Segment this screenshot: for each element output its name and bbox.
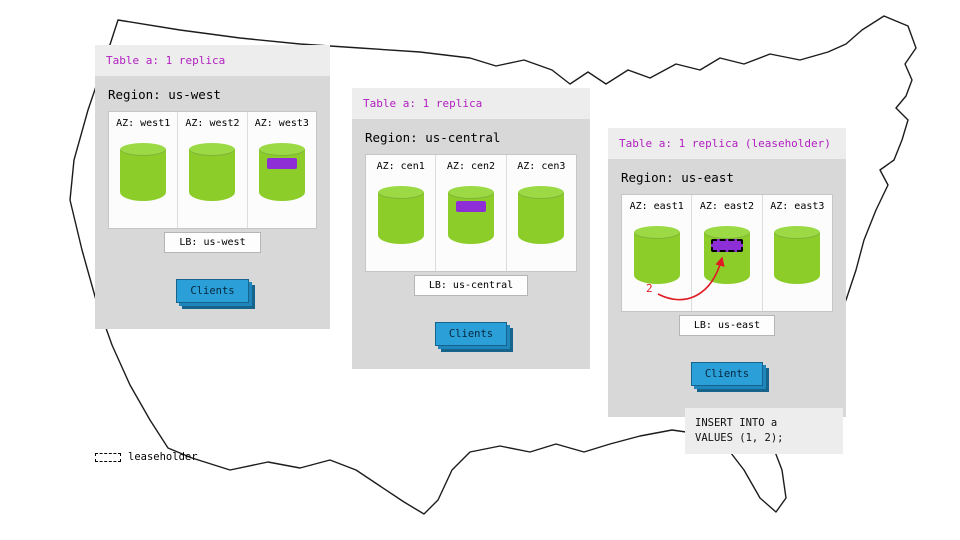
region-body: Region: us-east AZ: east1 AZ: east2 AZ: …	[608, 159, 846, 417]
cylinder-top	[703, 226, 750, 239]
cylinder-body	[774, 232, 821, 284]
cylinder-top	[120, 143, 167, 156]
az-container: AZ: cen1 AZ: cen2 AZ: cen3	[365, 154, 577, 272]
replica-cylinder	[633, 226, 680, 284]
az-column: AZ: east2	[692, 195, 763, 311]
region-panel-us-west: Table a: 1 replica Region: us-west AZ: w…	[95, 45, 330, 329]
sql-insert-statement: INSERT INTO a VALUES (1, 2);	[685, 408, 843, 454]
az-container: AZ: west1 AZ: west2 AZ: west3	[108, 111, 317, 229]
leaseholder-range-marker	[710, 239, 743, 252]
region-body: Region: us-central AZ: cen1 AZ: cen2 AZ:…	[352, 119, 590, 369]
load-balancer: LB: us-central	[413, 275, 529, 296]
cylinder-top	[633, 226, 680, 239]
az-column: AZ: west3	[248, 112, 316, 228]
region-body: Region: us-west AZ: west1 AZ: west2 AZ: …	[95, 76, 330, 329]
az-label: AZ: cen3	[517, 161, 566, 172]
az-container: AZ: east1 AZ: east2 AZ: east3	[621, 194, 833, 312]
replica-cylinder	[703, 226, 750, 284]
region-title: Region: us-central	[365, 130, 501, 145]
cylinder-body	[258, 149, 305, 201]
replica-cylinder	[774, 226, 821, 284]
cylinder-top	[774, 226, 821, 239]
region-panel-us-east: Table a: 1 replica (leaseholder) Region:…	[608, 128, 846, 417]
az-column: AZ: cen3	[507, 155, 576, 271]
cylinder-body	[189, 149, 236, 201]
region-title: Region: us-west	[108, 87, 221, 102]
replica-cylinder	[447, 186, 494, 244]
table-replica-label: Table a: 1 replica	[106, 54, 226, 67]
cylinder-body	[633, 232, 680, 284]
az-label: AZ: west1	[116, 118, 171, 129]
clients-box: Clients	[690, 362, 764, 386]
legend-label: leaseholder	[128, 451, 198, 463]
az-label: AZ: east3	[770, 201, 825, 212]
clients-box: Clients	[176, 279, 249, 303]
az-column: AZ: east3	[763, 195, 832, 311]
load-balancer: LB: us-east	[678, 315, 776, 336]
az-column: AZ: cen1	[366, 155, 437, 271]
az-label: AZ: west3	[254, 118, 309, 129]
cylinder-top	[447, 186, 494, 199]
legend: leaseholder	[95, 451, 198, 463]
cylinder-body	[377, 192, 424, 244]
region-panel-us-central: Table a: 1 replica Region: us-central AZ…	[352, 88, 590, 369]
az-label: AZ: east2	[699, 201, 755, 212]
cylinder-body	[518, 192, 565, 244]
write-step-annotation: 2	[646, 282, 653, 295]
clients-box: Clients	[434, 322, 508, 346]
az-column: AZ: cen2	[436, 155, 507, 271]
replica-cylinder	[120, 143, 167, 201]
replica-range-marker	[455, 201, 486, 212]
replica-cylinder	[258, 143, 305, 201]
table-replica-header: Table a: 1 replica	[95, 45, 330, 76]
cylinder-top	[258, 143, 305, 156]
cylinder-body	[447, 192, 494, 244]
region-title: Region: us-east	[621, 170, 734, 185]
replica-cylinder	[189, 143, 236, 201]
az-label: AZ: cen2	[446, 161, 496, 172]
load-balancer: LB: us-west	[164, 232, 261, 253]
az-label: AZ: east1	[629, 201, 684, 212]
cylinder-body	[120, 149, 167, 201]
table-replica-label: Table a: 1 replica	[363, 97, 483, 110]
sql-line-2: VALUES (1, 2);	[695, 432, 784, 444]
az-column: AZ: west1	[109, 112, 179, 228]
az-label: AZ: cen1	[376, 161, 425, 172]
cylinder-top	[377, 186, 424, 199]
sql-line-1: INSERT INTO a	[695, 417, 778, 429]
az-column: AZ: east1	[622, 195, 693, 311]
table-replica-header: Table a: 1 replica (leaseholder)	[608, 128, 846, 159]
cylinder-top	[518, 186, 565, 199]
table-replica-header: Table a: 1 replica	[352, 88, 590, 119]
table-replica-label: Table a: 1 replica (leaseholder)	[619, 137, 831, 150]
az-column: AZ: west2	[178, 112, 248, 228]
leaseholder-swatch-icon	[95, 452, 121, 462]
replica-cylinder	[377, 186, 424, 244]
az-label: AZ: west2	[185, 118, 240, 129]
replica-range-marker	[266, 158, 297, 169]
replica-cylinder	[518, 186, 565, 244]
